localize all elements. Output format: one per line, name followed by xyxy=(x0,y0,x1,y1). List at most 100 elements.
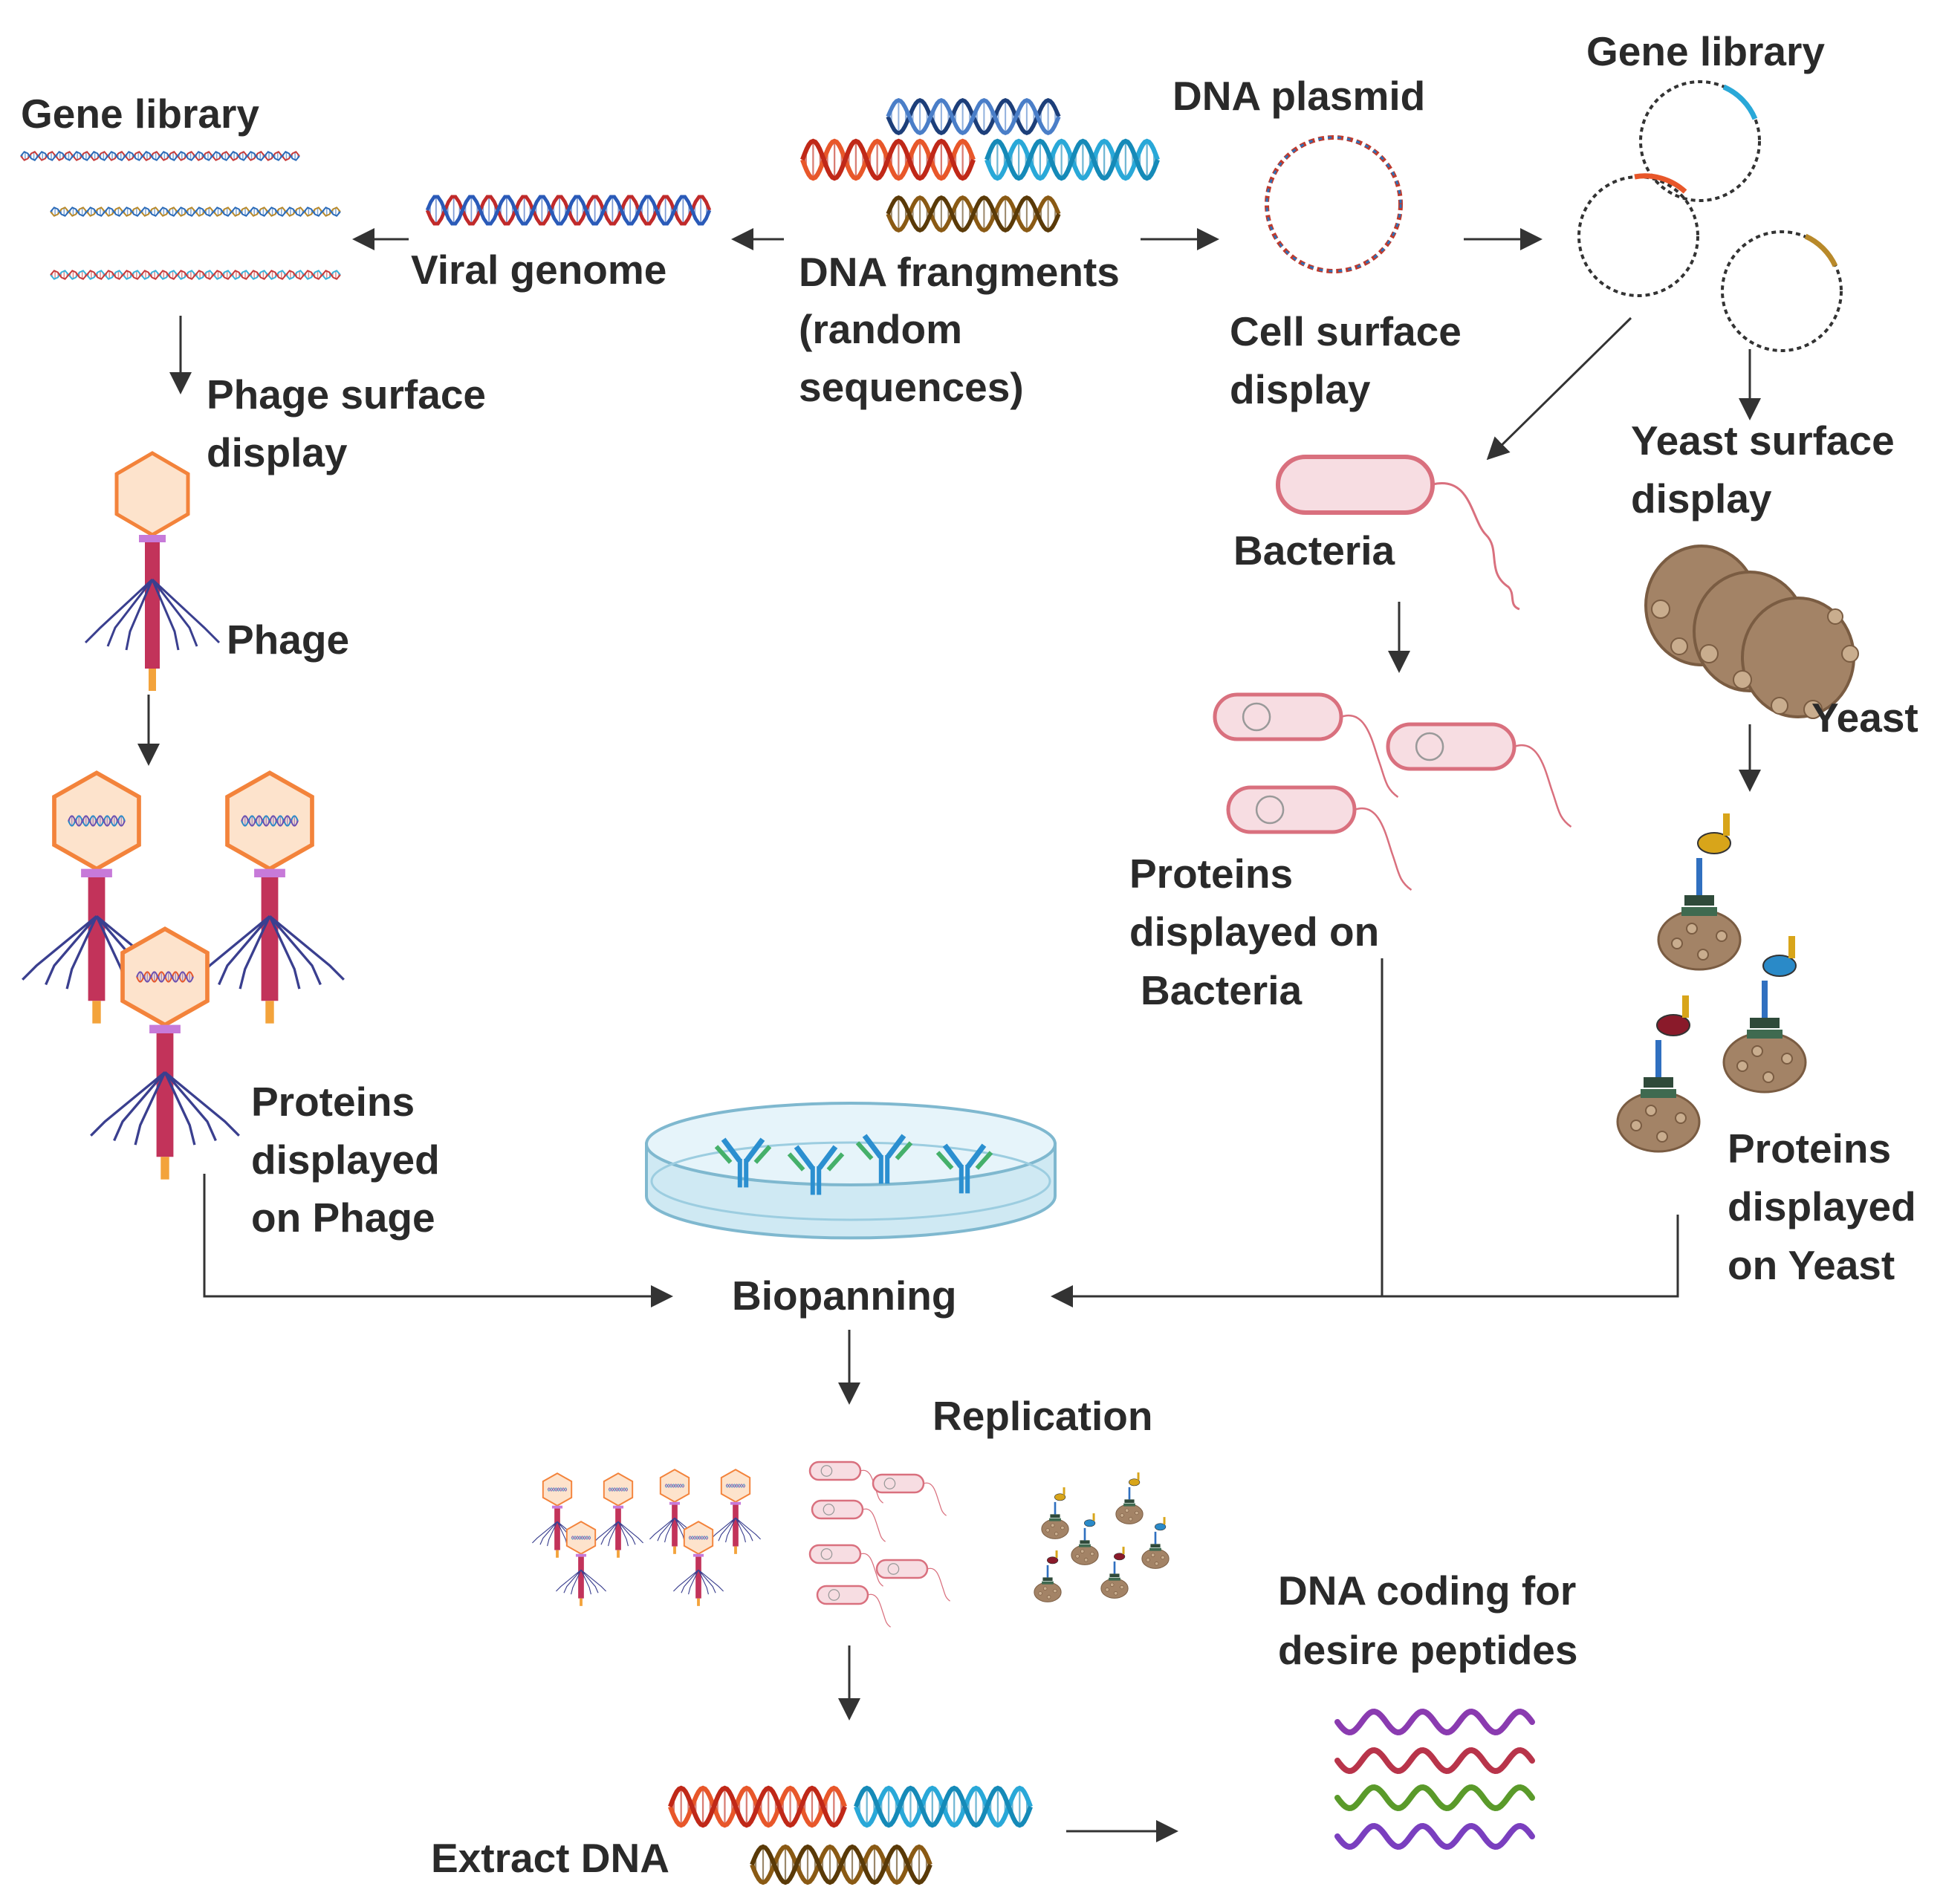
replication-phages-icon xyxy=(532,1469,761,1606)
peptide-strand xyxy=(1334,1784,1535,1812)
yeast-cell xyxy=(1616,995,1701,1153)
phage-icon xyxy=(710,1469,761,1554)
antibody-icon xyxy=(787,1145,845,1195)
replication-bacteria-icon xyxy=(808,1461,950,1628)
label-proteins-phage-3: on Phage xyxy=(251,1195,435,1241)
phage-icon xyxy=(84,451,221,691)
bacteria-icon xyxy=(1226,785,1412,891)
label-cell-surface-2: display xyxy=(1230,366,1371,412)
bacteria-icon xyxy=(872,1473,947,1516)
bacteria-icon xyxy=(875,1559,950,1602)
dna-helix-icon xyxy=(668,1785,847,1828)
plasmid-icon xyxy=(1265,135,1403,273)
label-cell-surface-1: Cell surface xyxy=(1230,308,1462,354)
dna-helix-icon xyxy=(425,195,712,226)
yeast-icon xyxy=(1644,545,1859,719)
yeast-cell xyxy=(1100,1547,1129,1599)
displayed-bacteria-icon xyxy=(1213,692,1572,891)
bacteria-icon xyxy=(1276,455,1520,611)
label-dna-coding-2: desire peptides xyxy=(1278,1627,1577,1673)
label-extract-dna: Extract DNA xyxy=(431,1835,669,1881)
displayed-yeast-icon xyxy=(1616,813,1807,1153)
antibody-icon xyxy=(855,1134,913,1184)
arrow-phage-to-biopanning xyxy=(203,1174,673,1307)
peptide-strand xyxy=(1334,1708,1535,1736)
label-gene-library-right: Gene library xyxy=(1586,28,1825,74)
dna-helix-icon xyxy=(664,1484,685,1488)
arrow-library-to-bacteria xyxy=(1486,316,1632,461)
label-proteins-yeast-2: displayed xyxy=(1728,1183,1916,1229)
arrows xyxy=(137,228,1761,1842)
label-replication: Replication xyxy=(932,1393,1152,1439)
phage-icon xyxy=(673,1521,724,1606)
dna-helix-icon xyxy=(854,1785,1033,1828)
yeast-cell xyxy=(1722,936,1807,1094)
label-phage-surface-1: Phage surface xyxy=(207,371,486,417)
phage-icon xyxy=(532,1472,583,1558)
label-proteins-bacteria-1: Proteins xyxy=(1129,851,1293,897)
extracted-dna-icon xyxy=(668,1785,1033,1885)
phage-icon xyxy=(593,1472,643,1558)
phage-icon xyxy=(22,770,172,1024)
yeast-cell xyxy=(1034,1550,1062,1602)
phage-icon xyxy=(649,1469,700,1554)
yeast-cell xyxy=(1071,1513,1099,1565)
gene-library-left-icon xyxy=(20,151,341,280)
displayed-phages-icon xyxy=(22,770,345,1180)
dna-helix-icon xyxy=(547,1487,568,1492)
bacteria-icon xyxy=(1386,722,1572,828)
dna-helix-icon xyxy=(608,1487,629,1492)
label-phage: Phage xyxy=(227,617,349,663)
antibody-icon xyxy=(935,1143,993,1194)
dna-helix-icon xyxy=(136,971,194,983)
replication-yeast-icon xyxy=(1034,1472,1170,1602)
label-proteins-phage-2: displayed xyxy=(251,1137,440,1183)
dna-helix-icon xyxy=(886,98,1061,135)
dna-helix-icon xyxy=(725,1484,746,1488)
label-biopanning: Biopanning xyxy=(732,1273,956,1319)
dna-helix-icon xyxy=(985,138,1160,181)
dna-fragments-icon xyxy=(800,98,1160,233)
label-yeast: Yeast xyxy=(1811,695,1918,741)
label-proteins-bacteria-2: displayed on xyxy=(1129,909,1379,955)
dna-helix-icon xyxy=(50,207,341,217)
peptide-strand xyxy=(1334,1747,1535,1775)
yeast-cell xyxy=(1141,1517,1170,1569)
label-dna-plasmid: DNA plasmid xyxy=(1172,73,1425,119)
dna-helix-icon xyxy=(750,1844,932,1885)
dna-helix-icon xyxy=(50,270,341,280)
bacteria-icon xyxy=(1213,692,1399,799)
petri-dish-icon xyxy=(645,1102,1057,1240)
bacteria-icon xyxy=(808,1544,883,1587)
label-bacteria: Bacteria xyxy=(1233,527,1395,574)
peptide-strand xyxy=(1334,1822,1535,1851)
arrow-yeast-to-biopanning xyxy=(1051,1215,1679,1307)
peptide-icon xyxy=(1334,1708,1535,1851)
bacteria-icon xyxy=(811,1499,886,1542)
label-dna-fragments-3: sequences) xyxy=(799,364,1024,410)
yeast-cell xyxy=(1115,1472,1144,1524)
phage-icon xyxy=(556,1521,606,1606)
label-yeast-surface-2: display xyxy=(1631,475,1772,522)
dna-helix-icon xyxy=(800,138,976,181)
dna-helix-icon xyxy=(571,1536,591,1540)
yeast-cell xyxy=(1041,1487,1069,1539)
label-dna-coding-1: DNA coding for xyxy=(1278,1567,1576,1614)
label-proteins-phage-1: Proteins xyxy=(251,1079,415,1125)
label-dna-fragments-2: (random xyxy=(799,306,962,352)
viral-genome-icon xyxy=(425,195,712,226)
dna-helix-icon xyxy=(20,151,300,161)
label-yeast-surface-1: Yeast surface xyxy=(1631,417,1895,464)
phage-icon xyxy=(195,770,345,1024)
dna-helix-icon xyxy=(688,1536,709,1540)
antibody-icon xyxy=(714,1137,772,1188)
phage-icon xyxy=(90,926,240,1180)
dna-helix-icon xyxy=(241,815,299,827)
gene-library-right-icon xyxy=(1577,80,1843,352)
label-proteins-bacteria-3: Bacteria xyxy=(1141,967,1302,1013)
dna-helix-icon xyxy=(68,815,126,827)
bacteria-icon xyxy=(816,1585,891,1628)
label-proteins-yeast-1: Proteins xyxy=(1728,1125,1891,1172)
labels: DNA frangments (random sequences) Viral … xyxy=(21,28,1918,1881)
